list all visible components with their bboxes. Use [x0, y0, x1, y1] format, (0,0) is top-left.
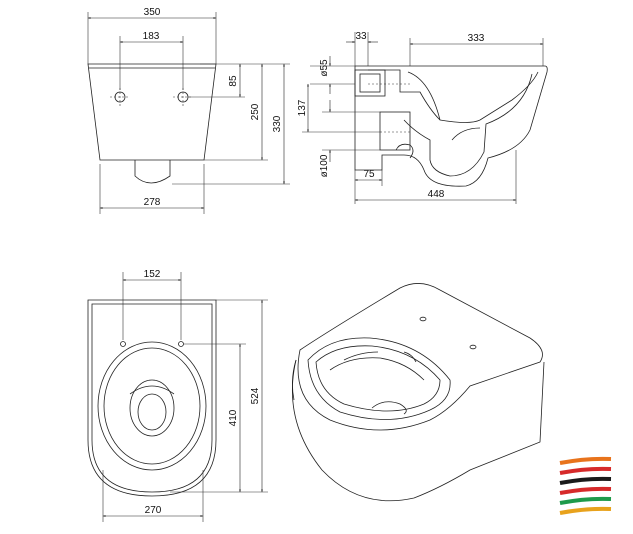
front-view: 350 183 85 250 330 278 — [87, 7, 290, 214]
top-view: 152 410 524 270 — [87, 269, 268, 522]
logo-stripe — [559, 476, 612, 485]
side-section-view: 33 333 ø55 137 ø100 — [297, 31, 548, 204]
dim-front-hole-height: 85 — [228, 75, 239, 87]
brand-stripes-logo — [559, 456, 612, 515]
logo-stripe — [559, 506, 612, 515]
dim-side-overall-length: 448 — [428, 189, 445, 200]
logo-stripe — [559, 486, 612, 495]
logo-stripe — [559, 496, 612, 505]
dim-side-drain-diameter: ø100 — [319, 154, 330, 177]
dim-front-base-width: 278 — [144, 197, 161, 208]
logo-stripe — [559, 466, 612, 475]
dim-top-hole-spacing: 152 — [144, 269, 161, 280]
dim-side-outlet-offset: 75 — [363, 169, 375, 180]
dim-side-top-offset: 33 — [355, 31, 367, 42]
dim-side-bowl-depth: 333 — [468, 33, 485, 44]
dim-side-outlet-diameter: ø55 — [319, 59, 330, 77]
dim-top-bowl-length: 410 — [228, 409, 239, 426]
dim-front-hole-spacing: 183 — [143, 31, 160, 42]
dim-front-upper-height: 250 — [250, 103, 261, 120]
dim-side-inlet-spacing: 137 — [297, 99, 308, 116]
dim-front-width: 350 — [144, 7, 161, 18]
logo-stripe — [559, 456, 612, 465]
isometric-view — [291, 283, 545, 502]
dim-top-overall-length: 524 — [250, 387, 261, 404]
dim-front-total-height: 330 — [272, 115, 283, 132]
dim-top-width: 270 — [145, 505, 162, 516]
